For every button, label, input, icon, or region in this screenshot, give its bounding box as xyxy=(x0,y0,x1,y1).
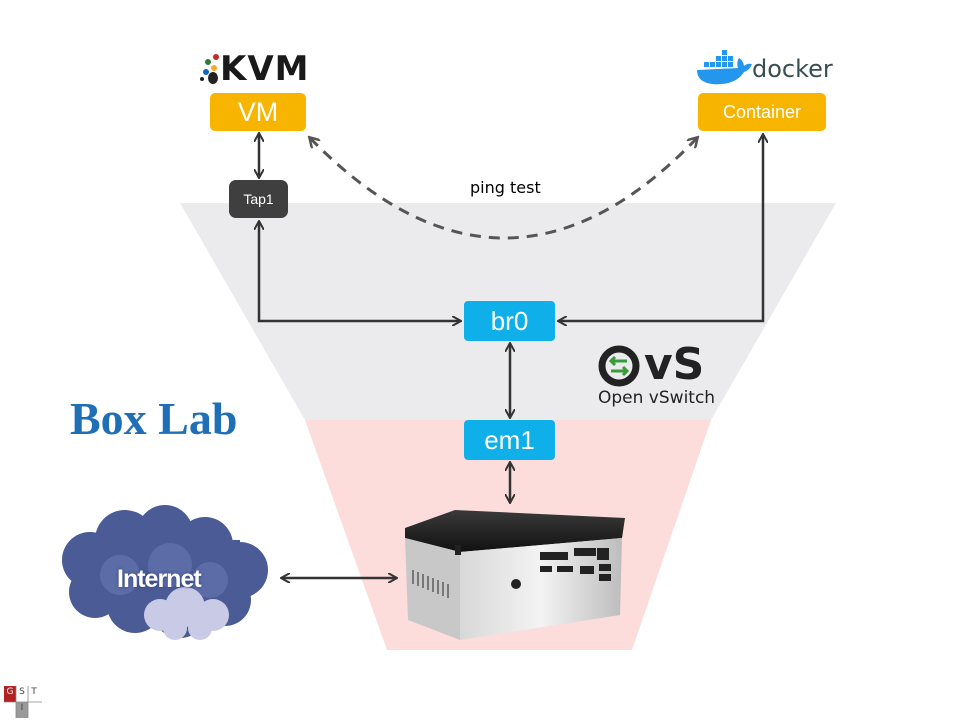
vm-node: VM xyxy=(210,93,306,131)
docker-whale-icon xyxy=(697,50,752,85)
gist-letter-i: I xyxy=(20,703,24,713)
em1-node: em1 xyxy=(464,420,555,460)
kvm-logo-text: KVM xyxy=(220,49,310,89)
kvm-logo: KVM xyxy=(196,52,310,86)
gist-logo-icon: G I S T xyxy=(4,686,42,718)
internet-cloud-icon xyxy=(62,505,268,640)
gist-letter-g: G xyxy=(6,687,14,697)
gist-letter-s: S xyxy=(19,687,25,697)
ovs-logo-icon xyxy=(598,345,640,387)
kvm-logo-icon xyxy=(200,54,219,84)
ovs-logo-mark: vS xyxy=(644,339,705,390)
mini-pc-icon xyxy=(405,510,625,640)
docker-logo-text: docker xyxy=(752,55,833,83)
container-node: Container xyxy=(698,93,826,131)
tap1-node: Tap1 xyxy=(229,180,288,218)
ping-test-label: ping test xyxy=(470,178,541,197)
tap1-br0-arrow xyxy=(259,222,460,321)
container-br0-arrow xyxy=(559,135,763,321)
ovs-logo: vS Open vSwitch xyxy=(598,339,715,410)
ovs-logo-subtitle: Open vSwitch xyxy=(598,388,716,408)
br0-node: br0 xyxy=(464,301,555,341)
docker-logo: docker xyxy=(696,52,833,86)
page-title: Box Lab xyxy=(70,393,238,444)
internet-label: Internet xyxy=(117,565,202,593)
gist-letter-t: T xyxy=(31,687,37,697)
